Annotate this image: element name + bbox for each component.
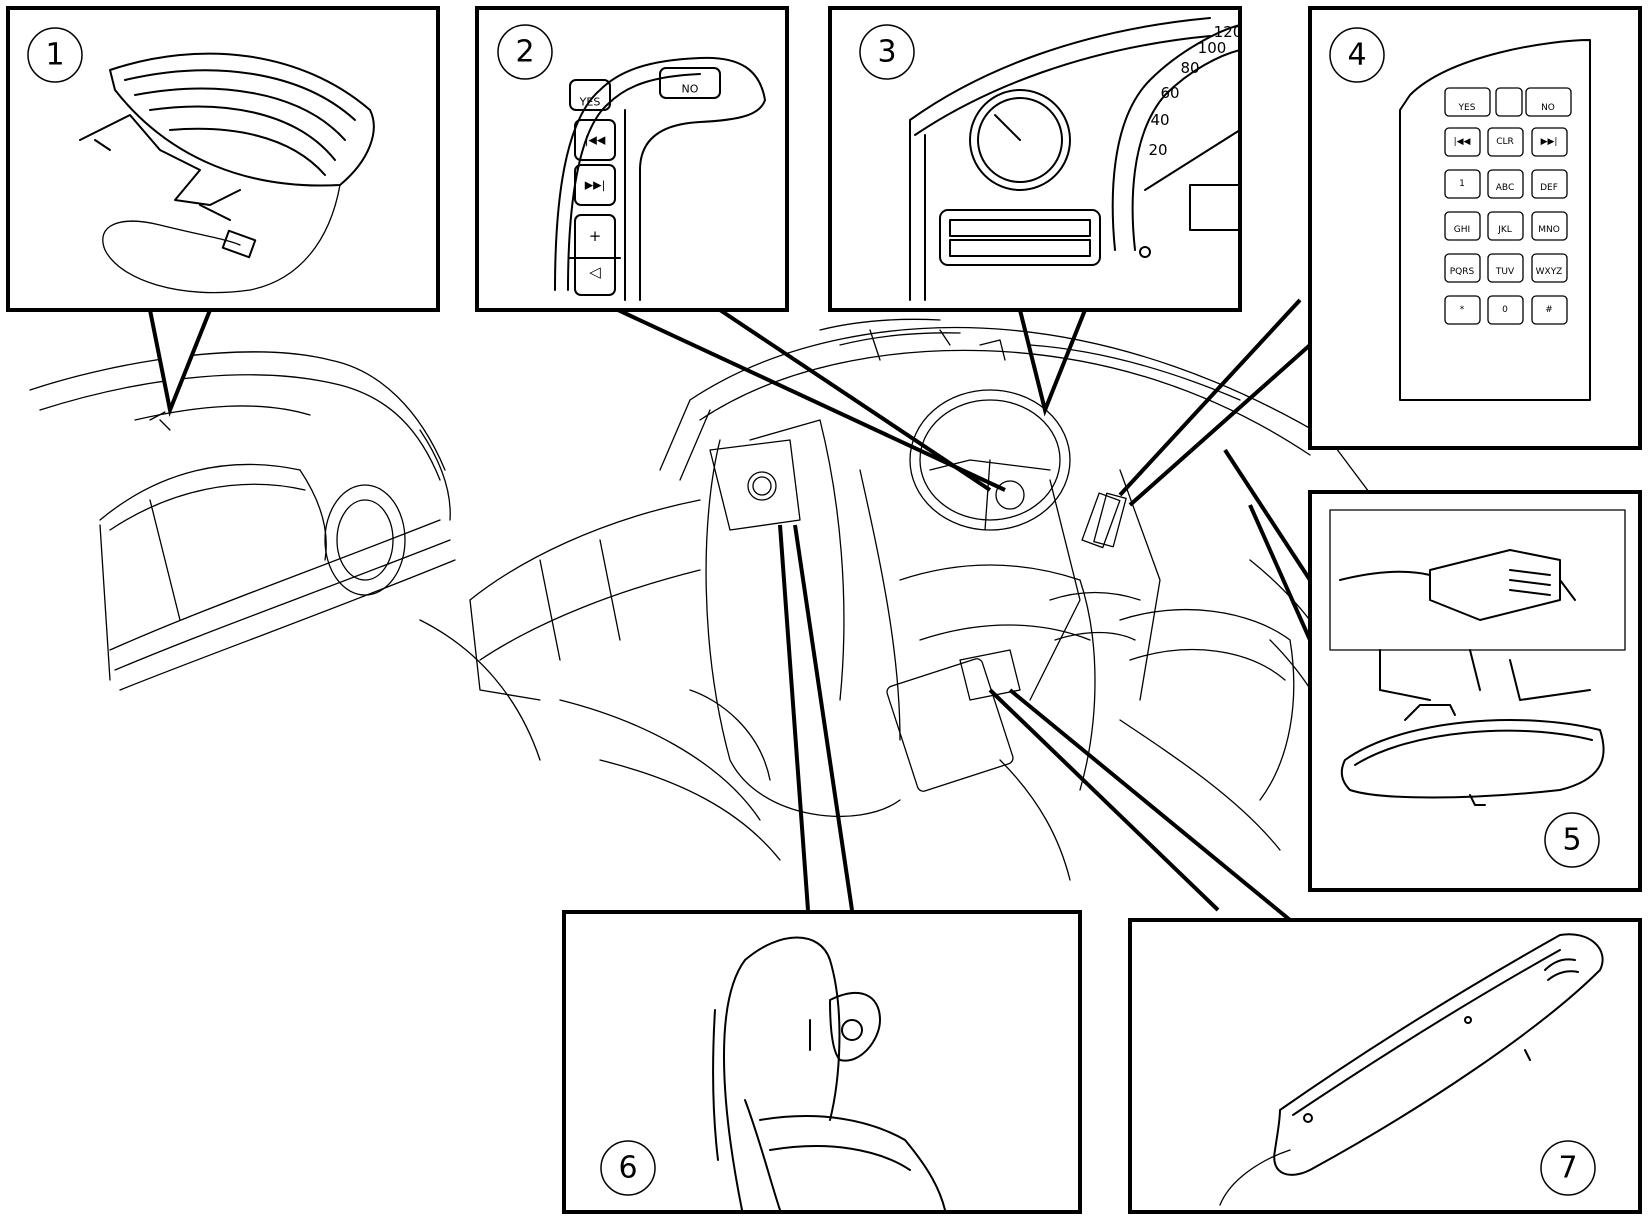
car-exterior — [29, 351, 456, 691]
callout-circle-1 — [27, 27, 83, 83]
keypad-key-hash[interactable] — [1531, 295, 1568, 325]
keypad-key-5[interactable] — [1487, 211, 1524, 241]
callout-number-2: 2 — [515, 35, 534, 70]
speed-tick-120: 120 — [1214, 23, 1243, 41]
headrest-microphone-drawing — [712, 936, 946, 1211]
callout-circle-4 — [1329, 27, 1385, 83]
speed-tick-100: 100 — [1198, 39, 1227, 57]
keypad-key-no-label: NO — [1541, 103, 1555, 113]
callout-circle-3 — [859, 24, 915, 80]
next-track-icon: ▶▶| — [585, 179, 606, 192]
prev-track-button[interactable] — [574, 119, 616, 161]
no-button-label: NO — [682, 83, 699, 96]
callout-number-3: 3 — [877, 35, 896, 70]
keypad-next-icon: ▶▶| — [1541, 137, 1558, 147]
keypad-key-4-label: GHI — [1454, 225, 1470, 235]
callout-number-5: 5 — [1562, 823, 1581, 858]
keypad-key-7-label: PQRS — [1450, 267, 1475, 277]
keypad-key-no[interactable] — [1525, 87, 1572, 117]
keypad-key-clr-label: CLR — [1496, 137, 1514, 147]
keypad-key-star-label: * — [1460, 305, 1465, 315]
prev-track-icon: |◀◀ — [585, 134, 606, 147]
instrument-cluster-drawing — [909, 17, 1241, 301]
callout-panel-2: 2 YES NO |◀◀ ▶▶| + ◁ — [475, 6, 789, 312]
keypad-key-yes-label: YES — [1458, 103, 1476, 113]
keypad-key-2-label: ABC — [1496, 183, 1514, 193]
no-button[interactable] — [659, 67, 721, 99]
keypad-key-9[interactable] — [1531, 253, 1568, 283]
keypad-key-6[interactable] — [1531, 211, 1568, 241]
keypad-key-prev[interactable] — [1444, 127, 1481, 157]
callout-circle-6 — [600, 1140, 656, 1196]
keypad-key-5-label: JKL — [1497, 225, 1512, 235]
callout-panel-6: 6 — [562, 910, 1082, 1214]
volume-rocker[interactable] — [574, 214, 616, 296]
volume-up-icon: + — [589, 227, 602, 245]
keypad-key-1[interactable] — [1444, 169, 1481, 199]
speed-tick-40: 40 — [1150, 111, 1169, 129]
sun-visor-unit-drawing — [79, 52, 375, 294]
callout-panel-4: 4 — [1308, 6, 1642, 450]
callout-panel-3: 3 20 40 60 80 100 120 — [828, 6, 1243, 312]
keypad-key-1-label: 1 — [1459, 179, 1465, 189]
keypad-key-3-label: DEF — [1540, 183, 1558, 193]
keypad-key-8[interactable] — [1487, 253, 1524, 283]
keypad-prev-icon: |◀◀ — [1454, 137, 1471, 147]
steering-wheel-control-drawing — [554, 56, 766, 301]
callout-circle-2 — [497, 24, 553, 80]
callout-number-1: 1 — [45, 38, 64, 73]
speed-tick-20: 20 — [1148, 141, 1167, 159]
callout-circle-5 — [1544, 812, 1600, 868]
keypad-key-0[interactable] — [1487, 295, 1524, 325]
keypad-key-0-label: 0 — [1502, 305, 1508, 315]
callout-panel-7: 7 — [1128, 918, 1642, 1214]
keypad-key-next[interactable] — [1531, 127, 1568, 157]
keypad-key-yes[interactable] — [1444, 87, 1491, 117]
keypad-key-6-label: MNO — [1538, 225, 1560, 235]
callout-panel-1: 1 — [6, 6, 440, 312]
speed-tick-60: 60 — [1160, 84, 1179, 102]
keypad: YES NO |◀◀ CLR ▶▶| 1 ABC DEF GHI JKL MNO… — [1444, 87, 1572, 325]
keypad-key-7[interactable] — [1444, 253, 1481, 283]
keypad-housing — [1399, 39, 1591, 401]
keypad-key-2[interactable] — [1487, 169, 1524, 199]
keypad-key-8-label: TUV — [1495, 267, 1515, 277]
keypad-key-clr[interactable] — [1487, 127, 1524, 157]
keypad-key-9-label: WXYZ — [1536, 267, 1563, 277]
interior-mirror-drawing — [1329, 509, 1626, 806]
keypad-key-4[interactable] — [1444, 211, 1481, 241]
volume-speaker-icon: ◁ — [589, 263, 601, 281]
callout-number-7: 7 — [1558, 1151, 1577, 1186]
speed-tick-80: 80 — [1180, 59, 1199, 77]
callout-number-6: 6 — [618, 1151, 637, 1186]
keypad-key-3[interactable] — [1531, 169, 1568, 199]
yes-button-label: YES — [579, 96, 601, 109]
next-track-button[interactable] — [574, 164, 616, 206]
keypad-key-mid[interactable] — [1495, 87, 1523, 117]
keypad-key-star[interactable] — [1444, 295, 1481, 325]
callout-circle-7 — [1540, 1140, 1596, 1196]
callout-panel-5: 5 — [1308, 490, 1642, 892]
callout-number-4: 4 — [1347, 38, 1366, 73]
microphone-strip-drawing — [1219, 933, 1604, 1206]
leader-lines — [147, 298, 1312, 922]
keypad-key-hash-label: # — [1545, 305, 1553, 315]
yes-button[interactable] — [569, 79, 611, 111]
